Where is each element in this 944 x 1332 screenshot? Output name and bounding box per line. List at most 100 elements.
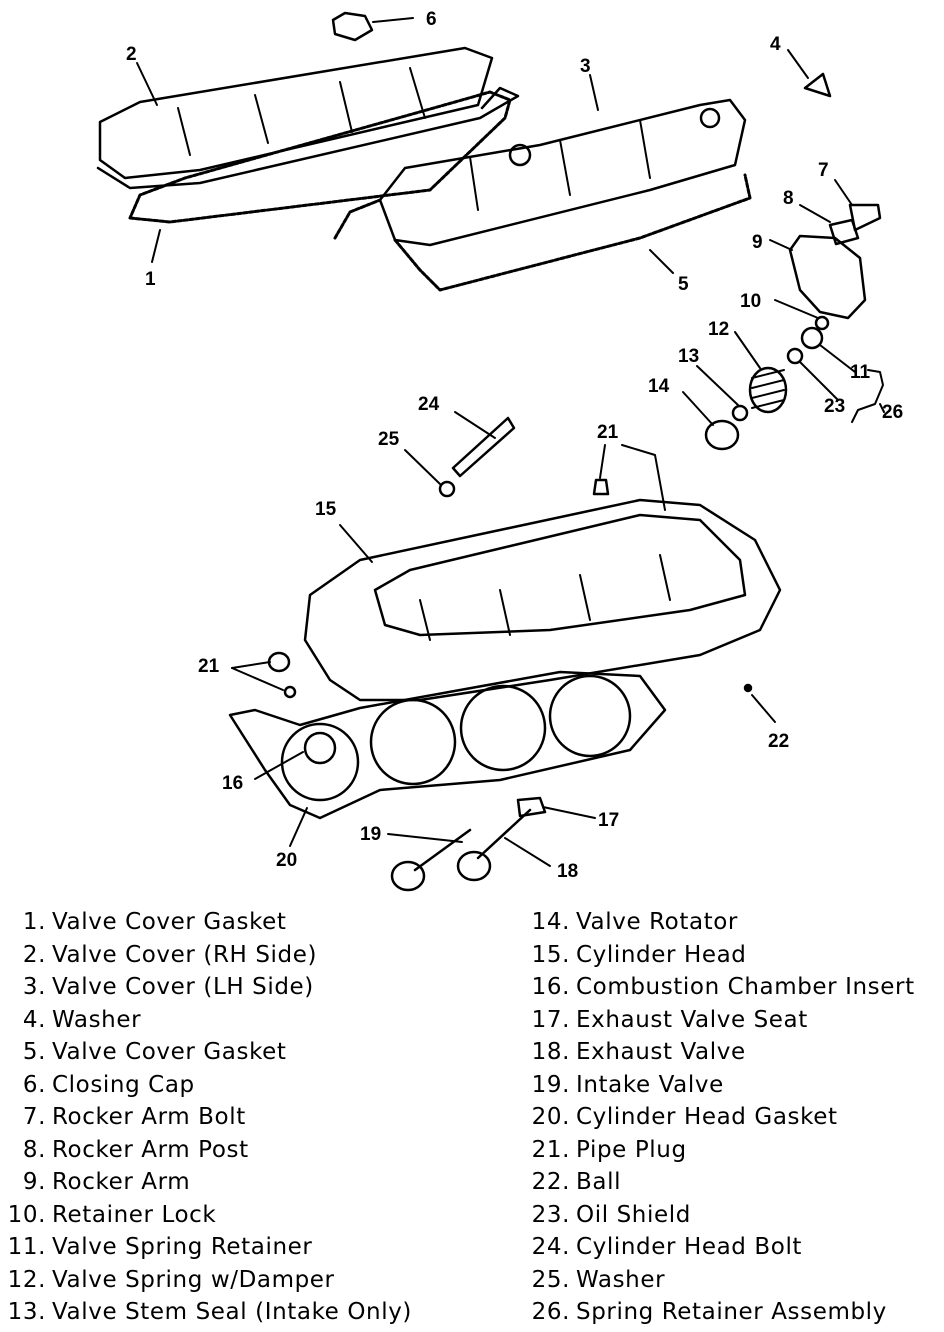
- exhaust-valve-head: [456, 850, 492, 882]
- legend-item: 2.Valve Cover (RH Side): [2, 939, 412, 972]
- callout-2: 2: [126, 44, 137, 65]
- legend-number: 26.: [531, 1299, 570, 1325]
- legend-item: 24.Cylinder Head Bolt: [530, 1231, 915, 1264]
- callout-1: 1: [145, 269, 156, 290]
- legend-number: 3.: [22, 974, 46, 1000]
- ball-part: [743, 683, 753, 693]
- legend-item: 16.Combustion Chamber Insert: [530, 971, 915, 1004]
- legend-item: 14.Valve Rotator: [530, 906, 915, 939]
- legend-number: 4.: [22, 1006, 46, 1033]
- valve-spring-part: [748, 366, 788, 414]
- legend-number: 22.: [531, 1169, 570, 1195]
- cylinder-head-deck: [373, 513, 747, 637]
- callout-22: 22: [768, 731, 789, 752]
- intake-valve-part: [413, 828, 472, 872]
- legend-number: 6.: [22, 1071, 46, 1098]
- callout-12: 12: [708, 319, 729, 340]
- legend-text: Washer: [52, 1006, 142, 1033]
- gasket-bore-3: [459, 684, 547, 772]
- legend-text: Ball: [576, 1169, 622, 1195]
- callout-11: 11: [850, 362, 871, 383]
- legend-item: 26.Spring Retainer Assembly: [530, 1296, 915, 1329]
- legend-item: 19.Intake Valve: [530, 1069, 915, 1102]
- callout-17: 17: [598, 810, 619, 831]
- pipe-plug-lower-2: [283, 685, 297, 699]
- cylinder-head-gasket-part: [228, 670, 667, 820]
- legend-text: Valve Spring Retainer: [52, 1234, 313, 1260]
- valve-spring-coils: [751, 369, 785, 409]
- legend-number: 18.: [531, 1039, 570, 1065]
- legend-text: Rocker Arm Bolt: [52, 1104, 246, 1130]
- valve-cover-lh: [378, 98, 747, 247]
- callout-labels: 1 2 3 4 5 6 7 8 9 10 11 12 13 14 15 16 1…: [126, 9, 903, 882]
- legend-number: 23.: [531, 1201, 570, 1228]
- legend-text: Exhaust Valve: [576, 1039, 746, 1065]
- legend-number: 17.: [531, 1006, 570, 1033]
- legend-text: Closing Cap: [52, 1071, 195, 1098]
- legend-item: 18.Exhaust Valve: [530, 1036, 915, 1069]
- valve-cover-lh-hole-1: [508, 143, 532, 167]
- legend-item: 7.Rocker Arm Bolt: [2, 1101, 412, 1134]
- pipe-plug-lower-1: [267, 651, 291, 673]
- rocker-arm-part: [788, 234, 867, 320]
- legend-number: 13.: [7, 1299, 46, 1325]
- legend-item: 6.Closing Cap: [2, 1069, 412, 1102]
- legend-text: Cylinder Head Bolt: [576, 1234, 803, 1260]
- legend-item: 17.Exhaust Valve Seat: [530, 1004, 915, 1037]
- legend-text: Rocker Arm Post: [52, 1136, 249, 1163]
- legend-text: Oil Shield: [576, 1201, 691, 1228]
- leader-lines: [136, 17, 885, 867]
- legend-text: Valve Cover Gasket: [52, 1039, 287, 1065]
- callout-6: 6: [426, 9, 437, 30]
- valve-spring-retainer-part: [800, 326, 824, 350]
- callout-5: 5: [678, 274, 689, 295]
- legend-number: 2.: [22, 941, 46, 968]
- callout-21-lower: 21: [198, 656, 220, 677]
- parts-legend-right: 14.Valve Rotator 15.Cylinder Head 16.Com…: [530, 906, 915, 1329]
- callout-24: 24: [418, 394, 440, 415]
- callout-7: 7: [818, 160, 829, 181]
- gasket-bore-4: [548, 674, 632, 758]
- legend-number: 5.: [22, 1039, 46, 1065]
- valve-cover-gasket-lh: [333, 173, 752, 292]
- legend-item: 15.Cylinder Head: [530, 939, 915, 972]
- legend-text: Valve Cover (LH Side): [52, 974, 314, 1000]
- callout-23: 23: [824, 396, 845, 417]
- retainer-lock-part: [814, 315, 830, 331]
- legend-item: 25.Washer: [530, 1264, 915, 1297]
- closing-cap-part: [331, 11, 374, 42]
- legend-text: Washer: [576, 1266, 666, 1293]
- valve-cover-rh-flange: [96, 86, 520, 190]
- exhaust-valve-part: [476, 808, 532, 860]
- legend-text: Intake Valve: [576, 1071, 724, 1098]
- valve-rotator-part: [704, 419, 740, 451]
- legend-number: 14.: [531, 909, 570, 935]
- legend-item: 21.Pipe Plug: [530, 1134, 915, 1167]
- callout-25: 25: [378, 429, 400, 450]
- legend-text: Valve Cover (RH Side): [52, 941, 318, 968]
- legend-item: 23.Oil Shield: [530, 1199, 915, 1232]
- callout-18: 18: [557, 861, 578, 882]
- callout-3: 3: [580, 56, 591, 77]
- callout-19: 19: [360, 824, 381, 845]
- callout-13: 13: [678, 346, 699, 367]
- legend-item: 10.Retainer Lock: [2, 1199, 412, 1232]
- cylinder-head-ports: [419, 554, 671, 641]
- legend-item: 12.Valve Spring w/Damper: [2, 1264, 412, 1297]
- legend-number: 25.: [531, 1266, 570, 1293]
- oil-shield-part: [786, 347, 804, 365]
- callout-15: 15: [315, 499, 337, 520]
- legend-item: 3.Valve Cover (LH Side): [2, 971, 412, 1004]
- combustion-chamber-insert-part: [303, 731, 337, 765]
- legend-item: 1.Valve Cover Gasket: [2, 906, 412, 939]
- legend-number: 11.: [7, 1234, 46, 1260]
- valve-cover-lh-ribs: [469, 119, 651, 211]
- legend-text: Valve Cover Gasket: [52, 909, 287, 935]
- valve-cover-rh-ribs: [177, 67, 426, 156]
- cylinder-head-part: [303, 498, 782, 702]
- cylinder-head-bolt-part: [451, 416, 516, 478]
- valve-cover-lh-hole-2: [699, 107, 721, 129]
- legend-number: 15.: [531, 941, 570, 968]
- legend-number: 1.: [22, 909, 46, 935]
- washer-part: [803, 72, 832, 98]
